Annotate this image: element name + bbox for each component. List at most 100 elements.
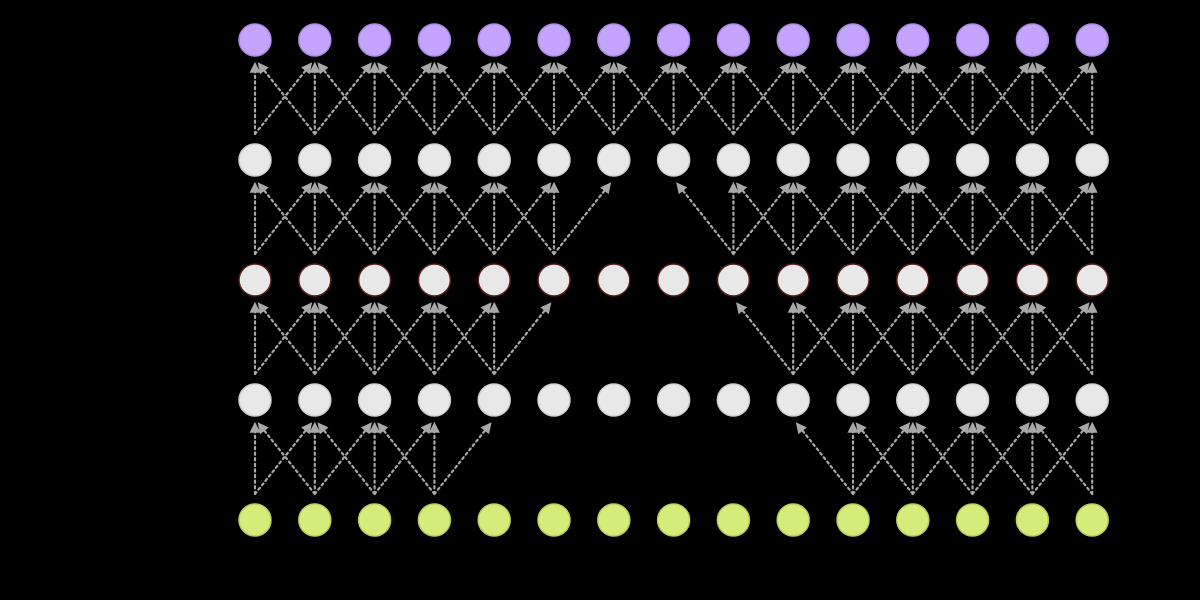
output-node: [1015, 23, 1050, 57]
input-node: [1015, 503, 1050, 537]
edge-diagonal: [911, 302, 970, 376]
output-node: [716, 23, 751, 57]
hidden-node: [357, 263, 392, 297]
hidden-node: [955, 143, 990, 177]
output-node: [357, 23, 392, 57]
edge-diagonal: [915, 302, 974, 376]
edge-diagonal: [795, 62, 855, 136]
edge-diagonal: [552, 62, 612, 136]
hidden-node: [537, 263, 571, 297]
output-node: [776, 23, 810, 57]
edge-diagonal: [971, 62, 1030, 136]
edge-diagonal: [317, 62, 376, 136]
input-node: [357, 503, 392, 537]
input-node: [776, 503, 810, 537]
hidden-node: [716, 263, 751, 297]
edge-diagonal: [915, 62, 974, 136]
hidden-node: [477, 383, 511, 417]
edge-diagonal: [373, 62, 432, 136]
hidden-node: [298, 143, 332, 177]
hidden-node: [597, 263, 631, 297]
edge-diagonal: [732, 182, 791, 256]
edge-diagonal: [795, 182, 855, 256]
edge-diagonal: [736, 302, 795, 376]
edge-diagonal: [373, 302, 432, 376]
edge-diagonal: [313, 422, 372, 496]
edge-diagonal: [257, 422, 316, 496]
edge-diagonal: [257, 182, 316, 256]
edge-diagonal: [851, 62, 911, 136]
hidden-node: [1015, 383, 1050, 417]
edge-diagonal: [612, 62, 671, 136]
output-node: [955, 23, 990, 57]
output-node: [597, 23, 631, 57]
edge-diagonal: [855, 422, 914, 496]
hidden-node: [357, 383, 392, 417]
hidden-node: [656, 263, 691, 297]
hidden-node: [836, 383, 870, 417]
edge-diagonal: [971, 302, 1030, 376]
hidden-node: [1075, 263, 1109, 297]
edge-diagonal: [317, 302, 376, 376]
hidden-node: [776, 143, 810, 177]
hidden-node: [1015, 263, 1050, 297]
edge-diagonal: [975, 62, 1034, 136]
hidden-node: [836, 143, 870, 177]
output-node: [656, 23, 691, 57]
hidden-node: [955, 263, 990, 297]
input-node: [477, 503, 511, 537]
edge-diagonal: [1031, 422, 1090, 496]
edge-diagonal: [373, 422, 432, 496]
edge-diagonal: [792, 62, 851, 136]
edge-diagonal: [911, 422, 970, 496]
hidden-node: [417, 143, 452, 177]
input-node: [537, 503, 571, 537]
hidden-node: [417, 383, 452, 417]
edge-diagonal: [433, 422, 492, 496]
edge-diagonal: [433, 302, 492, 376]
hidden-node: [836, 263, 870, 297]
edge-diagonal: [1031, 62, 1090, 136]
edge-diagonal: [971, 422, 1030, 496]
edge-diagonal: [851, 422, 911, 496]
output-node: [238, 23, 272, 57]
edge-diagonal: [313, 182, 372, 256]
edge-diagonal: [377, 302, 436, 376]
input-node: [238, 503, 272, 537]
edge-diagonal: [313, 302, 372, 376]
edge-diagonal: [433, 182, 492, 256]
edge-diagonal: [1035, 302, 1094, 376]
edge-diagonal: [1035, 62, 1094, 136]
edge-diagonal: [736, 182, 795, 256]
hidden-node: [537, 383, 571, 417]
edge-diagonal: [1035, 422, 1094, 496]
output-node: [298, 23, 332, 57]
output-node: [477, 23, 511, 57]
edge-diagonal: [851, 182, 911, 256]
edge-diagonal: [493, 62, 552, 136]
hidden-node: [357, 143, 392, 177]
edge-diagonal: [736, 62, 795, 136]
nodes-group: [238, 23, 1109, 537]
output-node: [1075, 23, 1109, 57]
edge-diagonal: [257, 302, 316, 376]
edge-diagonal: [795, 302, 855, 376]
edge-diagonal: [1031, 302, 1090, 376]
hidden-node: [776, 383, 810, 417]
hidden-node: [896, 143, 930, 177]
edge-diagonal: [317, 182, 376, 256]
edge-diagonal: [975, 422, 1034, 496]
hidden-node: [716, 383, 751, 417]
edge-diagonal: [855, 302, 914, 376]
edge-diagonal: [313, 62, 372, 136]
edge-diagonal: [433, 62, 492, 136]
edge-diagonal: [915, 422, 974, 496]
hidden-node: [238, 383, 272, 417]
output-node: [417, 23, 452, 57]
edge-diagonal: [975, 182, 1034, 256]
edge-diagonal: [493, 182, 552, 256]
edge-diagonal: [253, 62, 313, 136]
hidden-node: [597, 143, 631, 177]
hidden-node: [477, 143, 511, 177]
